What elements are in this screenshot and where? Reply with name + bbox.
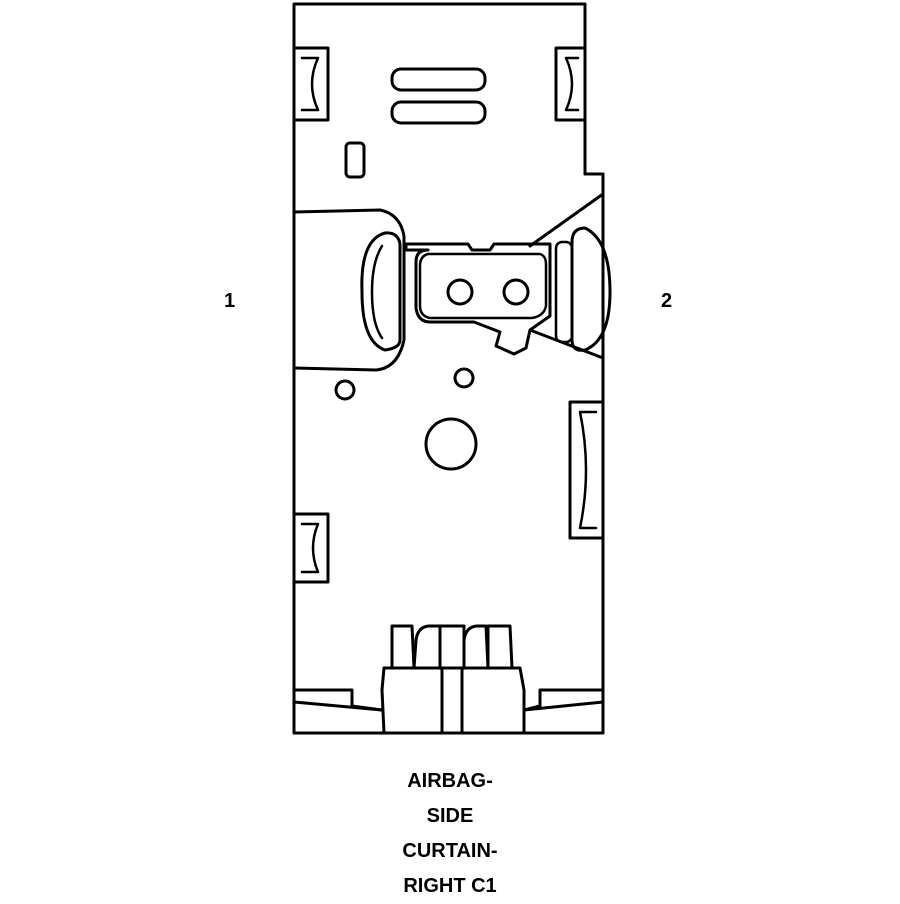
pin-label-2: 2 [661,290,673,312]
latch-top-right [554,46,587,122]
top-slot-upper [390,67,487,92]
bottom-foot-left [292,688,384,712]
large-hole [424,417,478,471]
small-key-slot [344,141,366,179]
latch-lower-left [292,512,330,584]
caption-line-4: RIGHT C1 [403,875,497,897]
caption-line-1: AIRBAG- [407,770,493,792]
bottom-lock-tabs [380,624,526,735]
terminal-shield-left [360,231,402,352]
terminal-plate [404,242,552,356]
left-cavity-outline [292,208,406,372]
latch-lower-right [568,400,605,540]
terminal-hole-2 [502,278,530,306]
top-slot-lower [390,100,487,125]
connector-caption: AIRBAG- SIDE CURTAIN- RIGHT C1 [330,764,570,904]
pin-label-1: 1 [224,290,236,312]
caption-line-2: SIDE [426,805,474,827]
latch-top-left [292,46,330,122]
bottom-foot-right [522,688,605,712]
small-hole-left [334,379,356,401]
right-cavity-wedge [528,192,605,360]
caption-line-3: CURTAIN- [402,840,498,862]
terminal-shield-right [554,226,612,352]
small-hole-center [453,367,475,389]
terminal-hole-1 [446,278,474,306]
